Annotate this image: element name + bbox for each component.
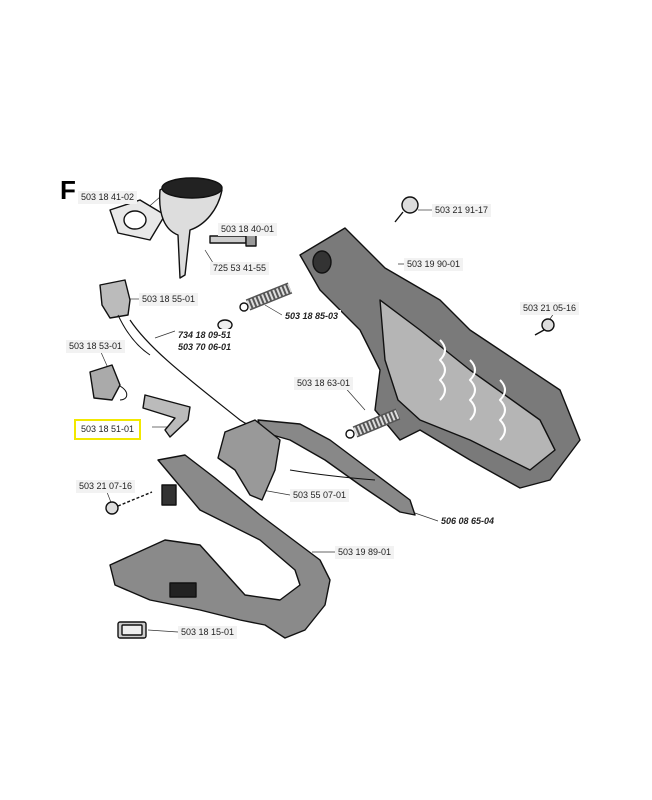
part-label[interactable]: 503 19 89-01: [335, 546, 395, 559]
part-label[interactable]: 503 18 53-01: [66, 340, 126, 353]
part-label[interactable]: 503 21 91-17: [432, 204, 492, 217]
part-label[interactable]: 503 18 85-03: [282, 310, 342, 323]
part-label[interactable]: 725 53 41-55: [210, 262, 270, 275]
highlighted-part-label[interactable]: 503 18 51-01: [74, 419, 142, 440]
part-label[interactable]: 503 18 63-01: [294, 377, 354, 390]
section-letter: F: [60, 175, 76, 205]
part-label[interactable]: 503 55 07-01: [290, 489, 350, 502]
part-label[interactable]: 503 70 06-01: [175, 341, 235, 354]
part-label[interactable]: 503 18 15-01: [178, 626, 238, 639]
part-label[interactable]: 503 21 05-16: [520, 302, 580, 315]
part-label[interactable]: 503 21 07-16: [76, 480, 136, 493]
part-label[interactable]: 503 18 40-01: [218, 223, 278, 236]
part-label[interactable]: 503 19 90-01: [404, 258, 464, 271]
part-label[interactable]: 734 18 09-51: [175, 329, 235, 342]
part-label[interactable]: 503 18 55-01: [139, 293, 199, 306]
part-label[interactable]: 506 08 65-04: [438, 515, 498, 528]
part-label[interactable]: 503 18 41-02: [78, 191, 138, 204]
